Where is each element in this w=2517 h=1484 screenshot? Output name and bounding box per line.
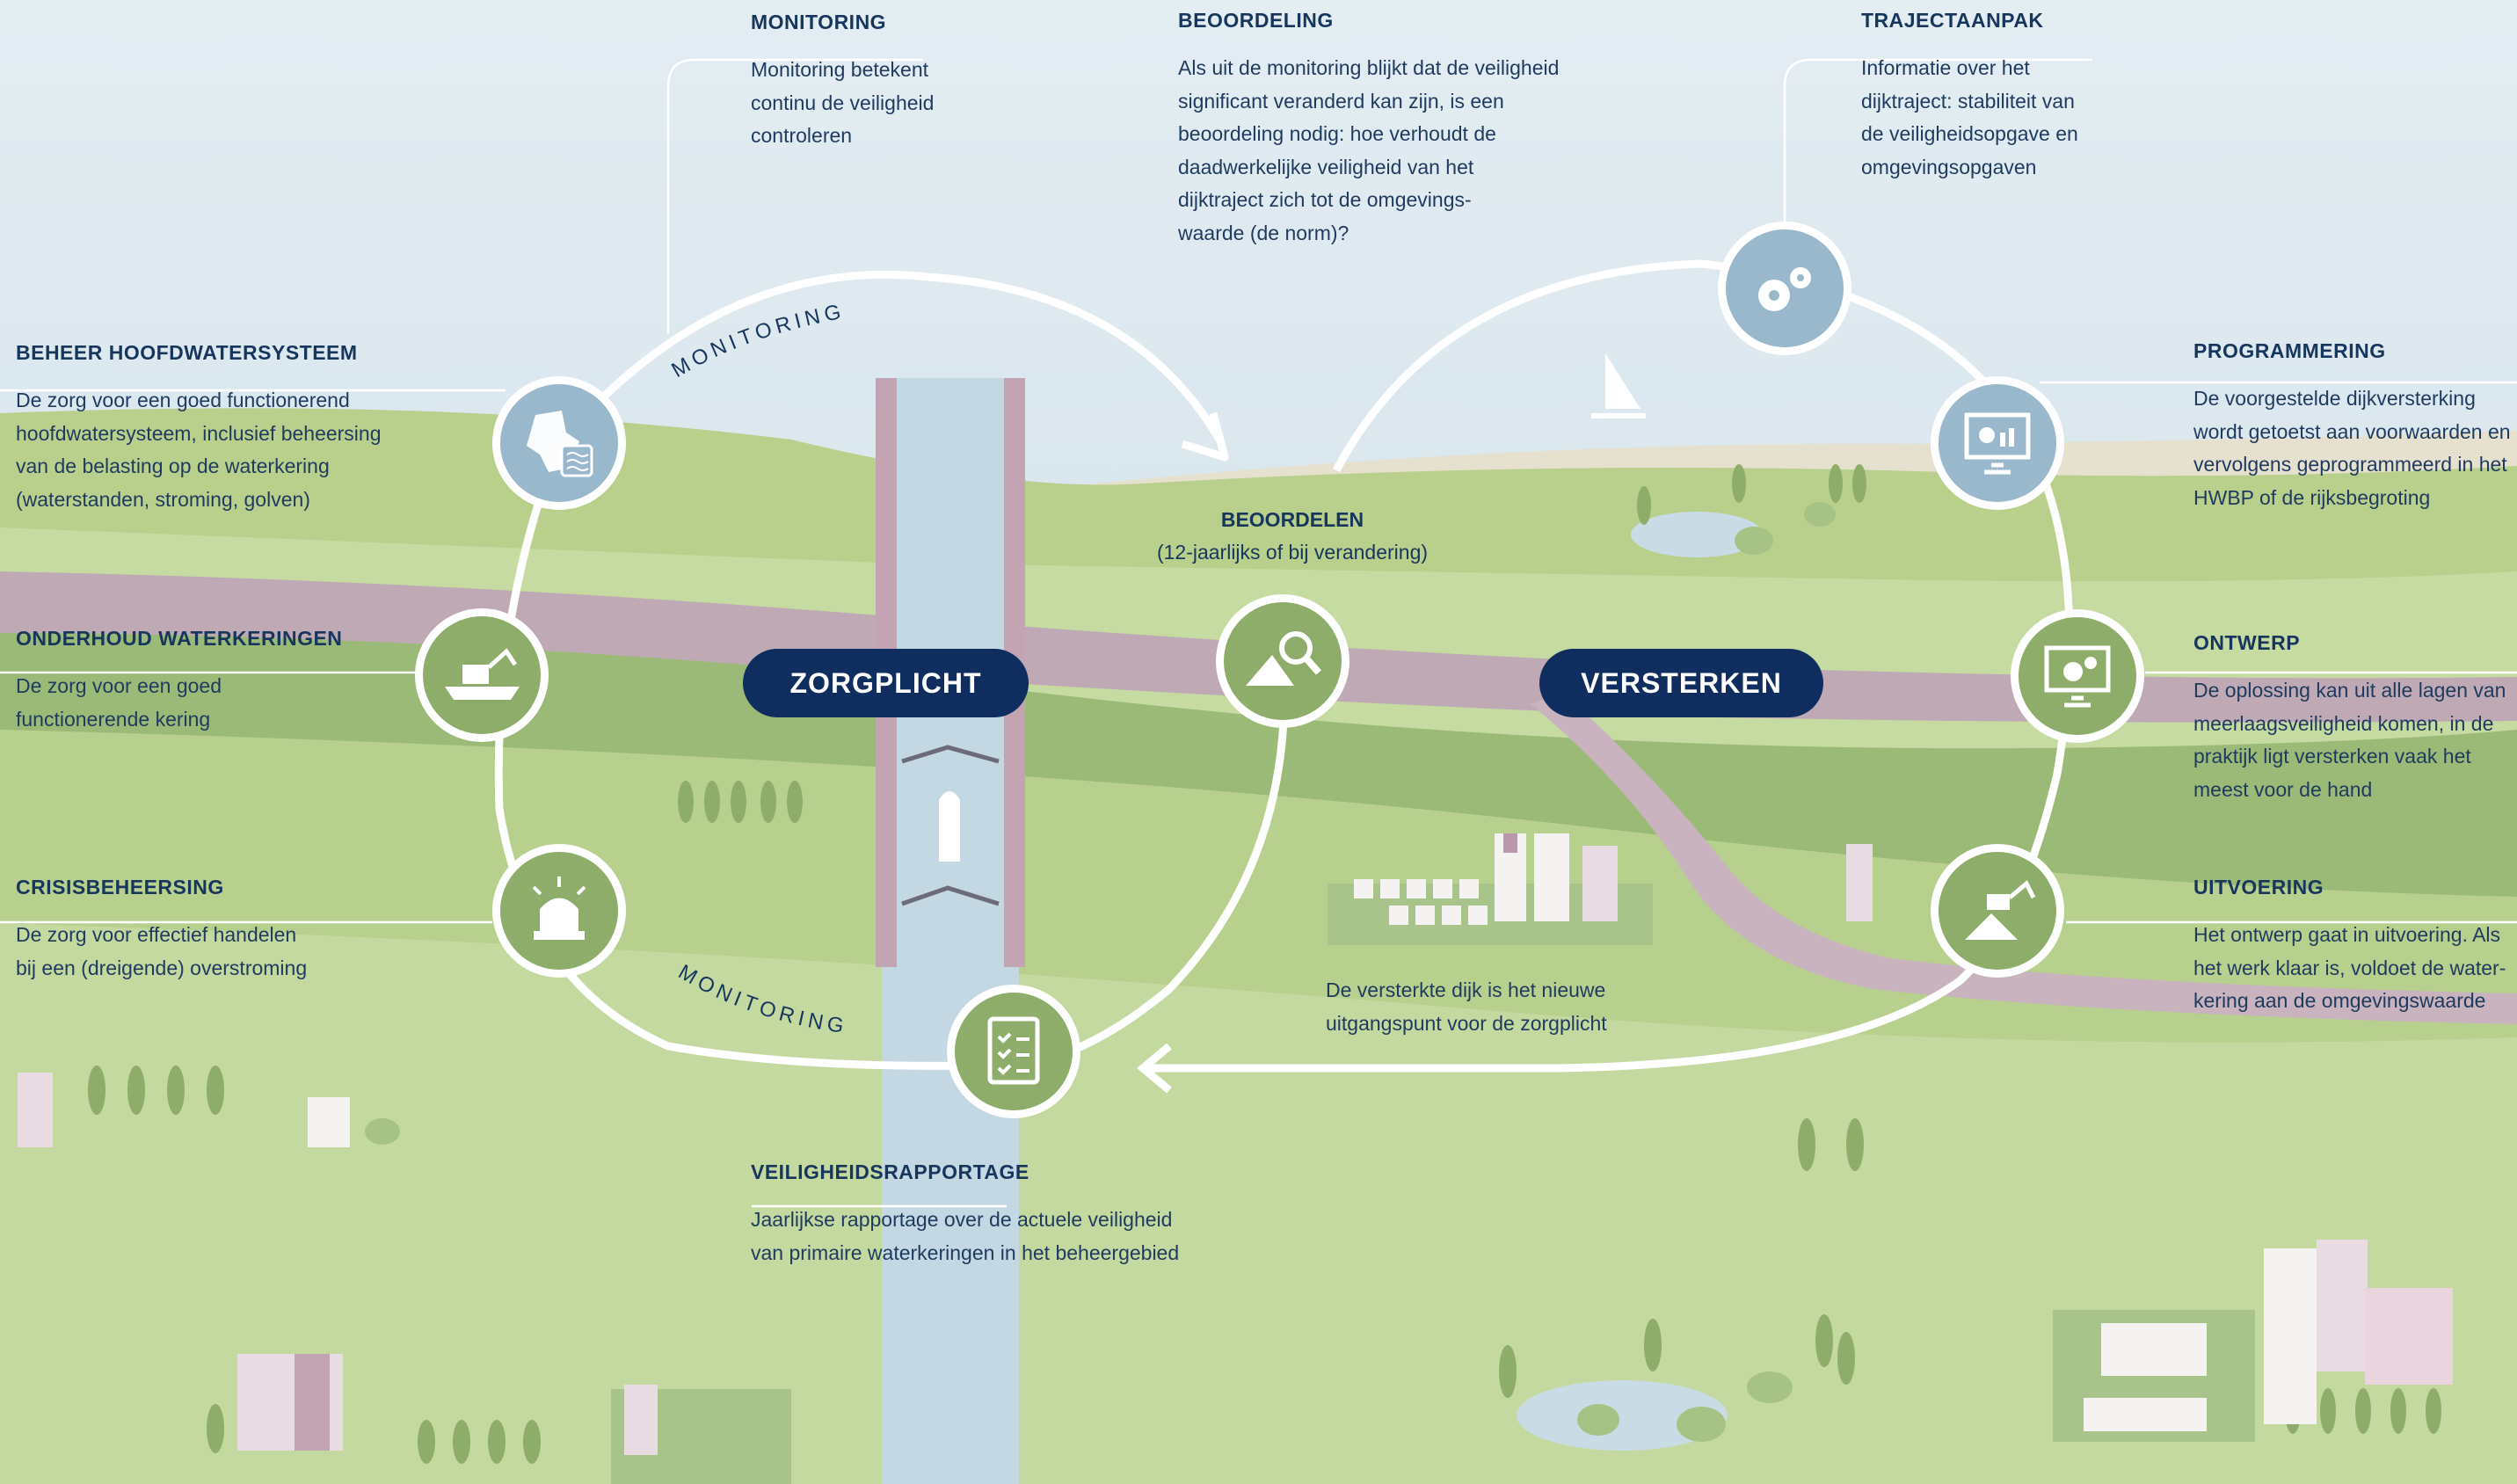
ontwerp-title: ONTWERP [2193, 631, 2301, 654]
trajectaanpak-body: Informatie over het dijktraject: stabili… [1861, 56, 2078, 178]
onderhoud-block: ONDERHOUD WATERKERINGEN De zorg voor een… [16, 627, 385, 736]
trajectaanpak-block: TRAJECTAANPAK Informatie over het dijktr… [1861, 9, 2142, 184]
nieuw-uitgangspunt-text: De versterkte dijk is het nieuwe uitgang… [1326, 978, 1607, 1035]
crisis-body: De zorg voor effectief handelen bij een … [16, 923, 308, 979]
siren-icon [492, 844, 626, 978]
crisis-block: CRISISBEHEERSING De zorg voor effectief … [16, 876, 385, 985]
veiligheid-title: VEILIGHEIDSRAPPORTAGE [751, 1160, 1029, 1183]
beheer-body: De zorg voor een goed functionerend hoof… [16, 389, 382, 511]
onderhoud-title: ONDERHOUD WATERKERINGEN [16, 627, 343, 650]
zorgplicht-pill: ZORGPLICHT [743, 649, 1029, 717]
ontwerp-block: ONTWERP De oplossing kan uit alle lagen … [2193, 631, 2517, 806]
versterken-pill: VERSTERKEN [1539, 649, 1823, 717]
map-water-icon [492, 376, 626, 510]
beoordelen-label: BEOORDELEN (12-jaarlijks of bij verander… [1134, 508, 1451, 564]
monitoring-title: MONITORING [751, 11, 887, 33]
onderhoud-body: De zorg voor een goed functionerende ker… [16, 674, 222, 731]
beoordeling-body: Als uit de monitoring blijkt dat de veil… [1178, 56, 1560, 244]
beoordelen-title: BEOORDELEN [1220, 508, 1364, 531]
excavator-dike-icon [1931, 844, 2064, 978]
monitoring-body: Monitoring betekent continu de veilighei… [751, 58, 935, 147]
beheer-title: BEHEER HOOFDWATERSYSTEEM [16, 341, 358, 364]
monitor-chart-icon [1931, 376, 2064, 510]
monitor-gear-icon [2011, 609, 2144, 743]
gears-icon [1718, 222, 1851, 355]
beoordeling-block: BEOORDELING Als uit de monitoring blijkt… [1178, 9, 1591, 250]
uitvoering-block: UITVOERING Het ontwerp gaat in uitvoerin… [2193, 876, 2517, 1018]
monitoring-block: MONITORING Monitoring betekent continu d… [751, 11, 1015, 153]
trajectaanpak-title: TRAJECTAANPAK [1861, 9, 2044, 32]
programmering-body: De voorgestelde dijkversterking wordt ge… [2193, 387, 2511, 509]
dike-magnifier-icon [1216, 594, 1349, 728]
clipboard-checklist-icon [947, 985, 1080, 1118]
excavator-icon [415, 608, 549, 742]
uitvoering-title: UITVOERING [2193, 876, 2324, 898]
uitvoering-body: Het ontwerp gaat in uitvoering. Als het … [2193, 923, 2506, 1012]
veiligheid-body: Jaarlijkse rapportage over de actuele ve… [751, 1208, 1180, 1264]
ontwerp-body: De oplossing kan uit alle lagen van meer… [2193, 679, 2506, 801]
beoordeling-title: BEOORDELING [1178, 9, 1334, 32]
crisis-title: CRISISBEHEERSING [16, 876, 224, 898]
veiligheid-block: VEILIGHEIDSRAPPORTAGE Jaarlijkse rapport… [751, 1160, 1243, 1269]
programmering-block: PROGRAMMERING De voorgestelde dijkverste… [2193, 339, 2517, 514]
beheer-block: BEHEER HOOFDWATERSYSTEEM De zorg voor ee… [16, 341, 429, 516]
programmering-title: PROGRAMMERING [2193, 339, 2386, 362]
beoordelen-subtitle: (12-jaarlijks of bij verandering) [1156, 541, 1429, 564]
